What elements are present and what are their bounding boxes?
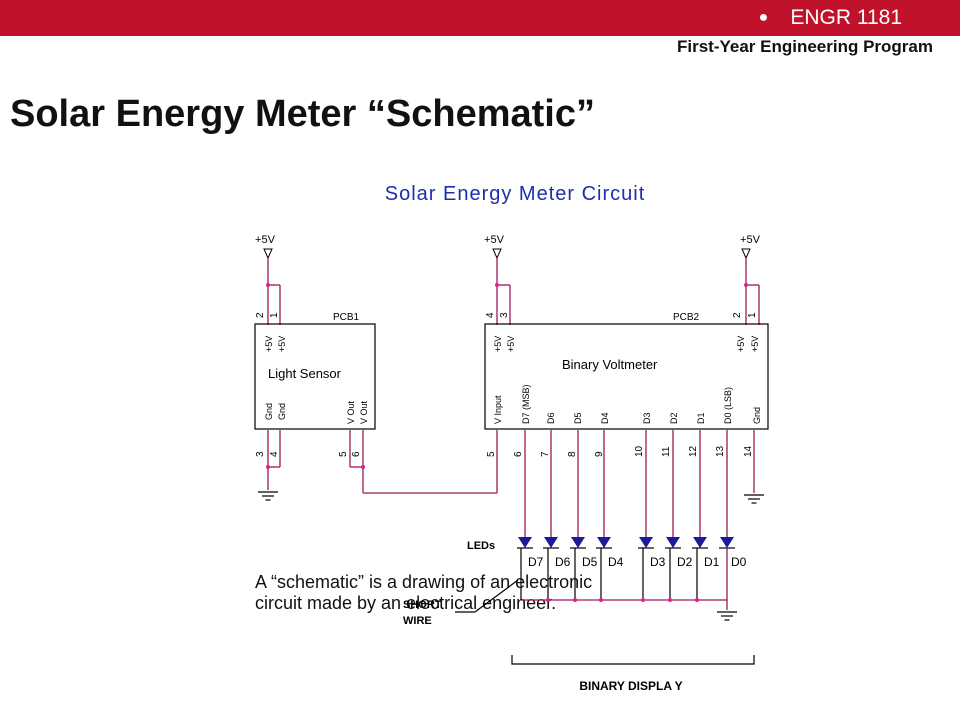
pcb1-pin-4: 4 bbox=[269, 451, 280, 457]
pcb2-pin-14: 14 bbox=[743, 445, 754, 457]
power-arrow-right bbox=[741, 248, 751, 259]
pcb2-pin-label: +5V bbox=[506, 336, 516, 352]
pcb2-pin-11: 11 bbox=[661, 446, 672, 457]
pcb1-pin-label: Gnd bbox=[277, 403, 287, 420]
pcb1-box bbox=[254, 323, 376, 430]
led-label: D7 bbox=[528, 555, 544, 569]
led-d0 bbox=[719, 537, 735, 549]
ground-icon bbox=[257, 491, 279, 501]
led-label: D1 bbox=[704, 555, 720, 569]
pcb2-pin-12: 12 bbox=[688, 445, 699, 457]
pcb2-name: Binary Voltmeter bbox=[562, 357, 658, 372]
junction-dot bbox=[266, 283, 270, 287]
pcb2-pin-label: +5V bbox=[736, 336, 746, 352]
power-arrow-left bbox=[263, 248, 273, 259]
pcb2-ref: PCB2 bbox=[673, 312, 700, 323]
pcb2-pin-label: +5V bbox=[493, 336, 503, 352]
junction-dot bbox=[266, 465, 270, 469]
pcb1-pin-5: 5 bbox=[338, 451, 349, 457]
pcb2-pin-label: D1 bbox=[696, 412, 706, 424]
pcb2-pin-3: 3 bbox=[499, 312, 510, 318]
pcb2-pin-1: 1 bbox=[747, 312, 758, 318]
junction-dot bbox=[744, 283, 748, 287]
junction-dot bbox=[599, 598, 603, 602]
led-d1 bbox=[692, 537, 708, 549]
pcb2-pin-label: D5 bbox=[573, 412, 583, 424]
led-d6 bbox=[543, 537, 559, 549]
pcb1-pin-label: +5V bbox=[264, 336, 274, 352]
pcb2-pin-label: D0 (LSB) bbox=[723, 387, 733, 424]
junction-dot bbox=[573, 598, 577, 602]
short-wire-label-1: SHORT bbox=[403, 599, 442, 611]
pcb1-pin-label: +5V bbox=[277, 336, 287, 352]
pcb2-pin-13: 13 bbox=[715, 445, 726, 457]
pcb1-ref: PCB1 bbox=[333, 312, 360, 323]
led-d7 bbox=[517, 537, 533, 549]
pcb2-pin-label: D2 bbox=[669, 412, 679, 424]
junction-dot bbox=[641, 598, 645, 602]
pcb2-pin-label: D7 (MSB) bbox=[521, 384, 531, 424]
supply-label-right: +5V bbox=[740, 234, 761, 246]
led-d2 bbox=[665, 537, 681, 549]
bullet-icon: ● bbox=[758, 9, 769, 26]
junction-dot bbox=[668, 598, 672, 602]
junction-dot bbox=[495, 283, 499, 287]
ground-icon bbox=[743, 494, 765, 504]
pcb2-pin-10: 10 bbox=[634, 445, 645, 457]
pcb2-pin-6: 6 bbox=[513, 451, 524, 457]
pcb2-pin-label: +5V bbox=[750, 336, 760, 352]
header-bar bbox=[0, 0, 960, 36]
supply-label-middle: +5V bbox=[484, 234, 505, 246]
led-label: D2 bbox=[677, 555, 693, 569]
pcb2-pin-label: D3 bbox=[642, 412, 652, 424]
program-label: First-Year Engineering Program bbox=[676, 37, 933, 56]
binary-display-label: BINARY DISPLA Y bbox=[579, 679, 682, 693]
led-d3 bbox=[638, 537, 654, 549]
junction-dot bbox=[361, 465, 365, 469]
pcb2-pin-7: 7 bbox=[540, 451, 551, 457]
led-d5 bbox=[570, 537, 586, 549]
led-label: D6 bbox=[555, 555, 571, 569]
short-wire-label-2: WIRE bbox=[403, 615, 432, 627]
led-label: D4 bbox=[608, 555, 624, 569]
pcb1-pin-6: 6 bbox=[351, 451, 362, 457]
pcb1-pin-label: V Out bbox=[346, 400, 356, 424]
pcb2-pin-label: D6 bbox=[546, 412, 556, 424]
pcb1-pin-1: 1 bbox=[269, 312, 280, 318]
pcb1-pin-3: 3 bbox=[255, 451, 266, 457]
pcb2-pin-5: 5 bbox=[486, 451, 497, 457]
pcb1-pin-label: Gnd bbox=[264, 403, 274, 420]
slide-title: Solar Energy Meter “Schematic” bbox=[10, 93, 595, 135]
binary-display-bracket bbox=[511, 655, 755, 665]
leds-label: LEDs bbox=[467, 540, 495, 552]
led-label: D0 bbox=[731, 555, 747, 569]
led-label: D3 bbox=[650, 555, 666, 569]
pcb1-name: Light Sensor bbox=[268, 366, 342, 381]
power-arrow-middle bbox=[492, 248, 502, 259]
course-label: ● ENGR 1181 bbox=[759, 6, 902, 30]
pcb2-box bbox=[484, 323, 769, 430]
pcb2-pin-4: 4 bbox=[485, 312, 496, 318]
supply-label-left: +5V bbox=[255, 234, 276, 246]
pcb2-pin-2: 2 bbox=[732, 312, 743, 318]
led-d4 bbox=[596, 537, 612, 549]
pcb2-pin-label: D4 bbox=[600, 412, 610, 424]
pcb1-pin-2: 2 bbox=[255, 312, 266, 318]
pcb2-pin-8: 8 bbox=[567, 451, 578, 457]
pcb2-pin-label: V Input bbox=[493, 395, 503, 424]
pcb1-pin-label: V Out bbox=[359, 400, 369, 424]
course-code: ENGR 1181 bbox=[790, 6, 902, 29]
junction-dot bbox=[695, 598, 699, 602]
junction-dot bbox=[546, 598, 550, 602]
led-label: D5 bbox=[582, 555, 598, 569]
schematic-title: Solar Energy Meter Circuit bbox=[385, 183, 646, 205]
ground-icon bbox=[716, 611, 738, 621]
pcb2-pin-label: Gnd bbox=[752, 407, 762, 424]
pcb2-pin-9: 9 bbox=[594, 451, 605, 457]
